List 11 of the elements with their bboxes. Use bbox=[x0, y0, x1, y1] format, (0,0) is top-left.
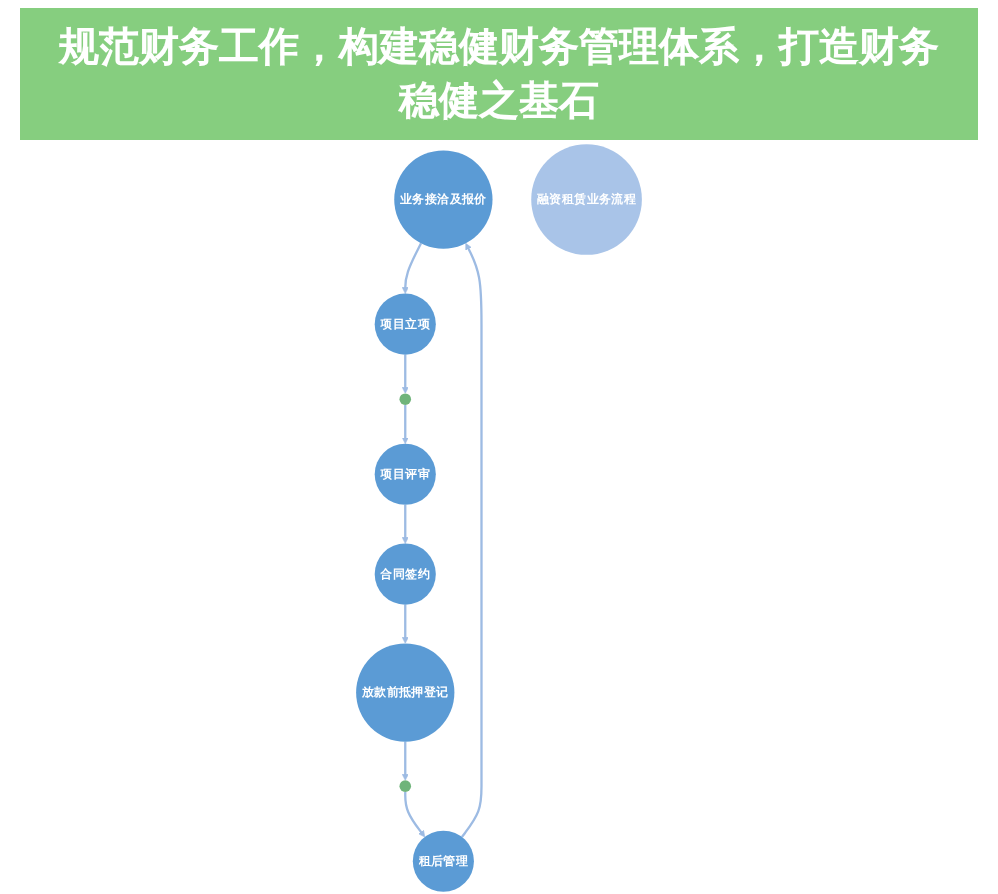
arrow bbox=[401, 353, 409, 393]
node-circle bbox=[399, 392, 412, 404]
node-circle bbox=[399, 779, 412, 791]
arrow bbox=[404, 790, 426, 837]
title-banner: 规范财务工作，构建稳健财务管理体系，打造财务稳健之基石 bbox=[20, 8, 978, 140]
arrow bbox=[401, 740, 409, 780]
arrow bbox=[401, 404, 409, 443]
arrow bbox=[401, 603, 409, 643]
arrow bbox=[401, 503, 409, 543]
arrow bbox=[461, 242, 483, 837]
arrow bbox=[401, 241, 423, 293]
